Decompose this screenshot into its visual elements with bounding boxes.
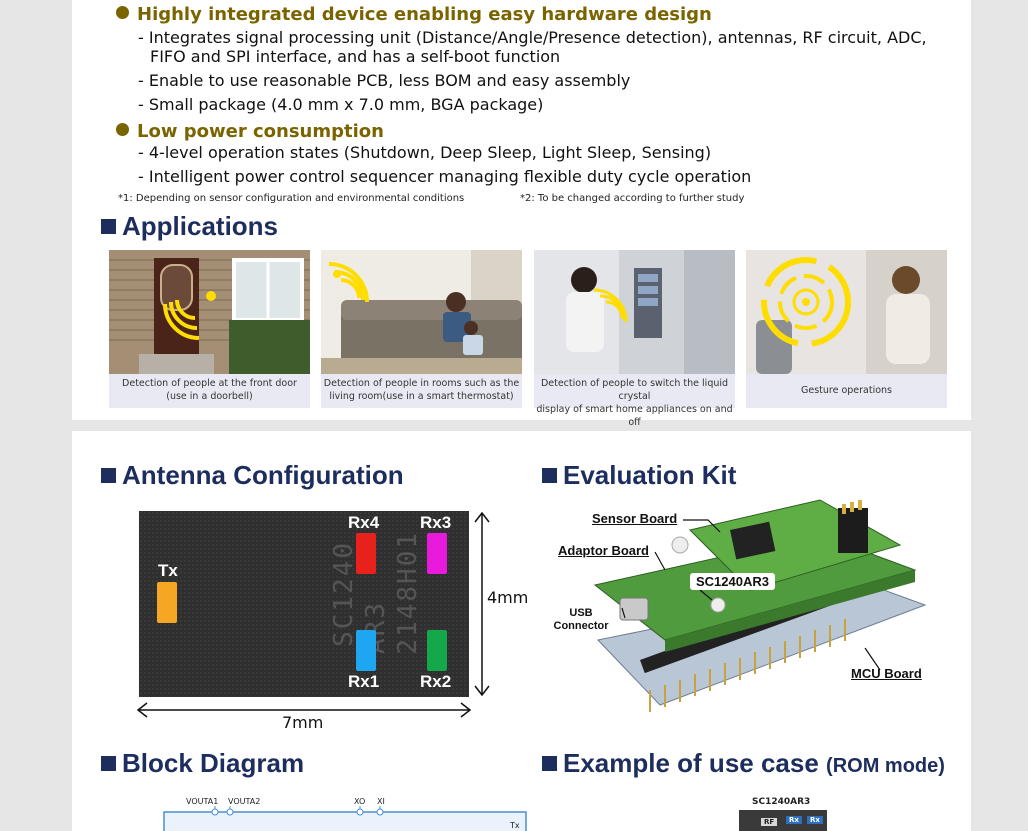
photo-front-door: [109, 250, 310, 374]
photo-living-room: [321, 250, 522, 374]
feature-line: - Small package (4.0 mm x 7.0 mm, BGA pa…: [138, 95, 544, 114]
tx-antenna-mark: [157, 582, 177, 623]
application-card-doorbell: Detection of people at the front door (u…: [109, 250, 310, 408]
pin-label: VOUTA1: [186, 797, 219, 806]
photo-gesture: [746, 250, 947, 374]
block-diagram-heading: Block Diagram: [101, 748, 304, 779]
feature-line: - Enable to use reasonable PCB, less BOM…: [138, 71, 631, 90]
pin-label: XO: [354, 797, 366, 806]
dimension-arrows: [136, 511, 490, 718]
use-case-chip-label: SC1240AR3: [752, 797, 811, 807]
feature-line: FIFO and SPI interface, and has a self-b…: [150, 47, 561, 66]
rx1-label: Rx1: [348, 672, 380, 691]
evaluation-kit-photo: [593, 499, 927, 712]
sensor-board-label: Sensor Board: [592, 511, 678, 526]
square-bullet-icon: [101, 468, 116, 483]
application-caption: Detection of people at the front door (u…: [109, 374, 310, 408]
tx-label: Tx: [158, 561, 178, 580]
footnote-2: *2: To be changed according to further s…: [520, 193, 745, 204]
mcu-board-label: MCU Board: [851, 666, 922, 681]
tx-block-label: Tx: [510, 821, 520, 830]
adaptor-board-label: Adaptor Board: [558, 543, 649, 558]
antenna-heading: Antenna Configuration: [101, 460, 404, 491]
application-caption: Detection of people in rooms such as the…: [321, 374, 522, 408]
feature-line: - Integrates signal processing unit (Dis…: [138, 28, 927, 47]
rx4-antenna-mark: [356, 533, 376, 574]
rx-block: Rx: [807, 816, 823, 824]
use-case-chip-block: RF Rx Rx: [739, 810, 827, 831]
feature-line: - 4-level operation states (Shutdown, De…: [138, 143, 712, 162]
rx2-antenna-mark: [427, 630, 447, 671]
square-bullet-icon: [101, 219, 116, 234]
feature-heading-low-power: Low power consumption: [116, 121, 384, 142]
square-bullet-icon: [542, 468, 557, 483]
chip-name-label: SC1240AR3: [690, 573, 775, 590]
application-card-display: Detection of people to switch the liquid…: [534, 250, 735, 428]
pin-label: XI: [377, 797, 385, 806]
rx1-antenna-mark: [356, 630, 376, 671]
height-dimension-label: 4mm: [487, 588, 529, 607]
pin-label: VOUTA2: [228, 797, 261, 806]
application-card-living-room: Detection of people in rooms such as the…: [321, 250, 522, 408]
rf-block: RF: [761, 818, 778, 826]
rx4-label: Rx4: [348, 513, 380, 532]
application-caption: Gesture operations: [746, 374, 947, 408]
bullet-icon: [116, 6, 129, 19]
width-dimension-label: 7mm: [282, 713, 324, 732]
square-bullet-icon: [542, 756, 557, 771]
use-case-heading: Example of use case (ROM mode): [542, 748, 945, 779]
antenna-chip-image: SC1240 AR3 2148H01: [139, 511, 469, 697]
application-caption: Detection of people to switch the liquid…: [534, 374, 735, 428]
usb-connector-label: USB Connector: [553, 607, 609, 632]
application-card-gesture: Gesture operations: [746, 250, 947, 408]
rx3-label: Rx3: [420, 513, 452, 532]
photo-smart-appliance: [534, 250, 735, 374]
bullet-icon: [116, 123, 129, 136]
applications-heading: Applications: [101, 211, 278, 242]
rx3-antenna-mark: [427, 533, 447, 574]
square-bullet-icon: [101, 756, 116, 771]
eval-kit-heading: Evaluation Kit: [542, 460, 736, 491]
block-diagram-outline: [163, 806, 527, 831]
rx-block: Rx: [786, 816, 802, 824]
feature-heading-integration: Highly integrated device enabling easy h…: [116, 4, 712, 25]
footnote-1: *1: Depending on sensor configuration an…: [118, 193, 465, 204]
rx2-label: Rx2: [420, 672, 452, 691]
feature-line: - Intelligent power control sequencer ma…: [138, 167, 752, 186]
